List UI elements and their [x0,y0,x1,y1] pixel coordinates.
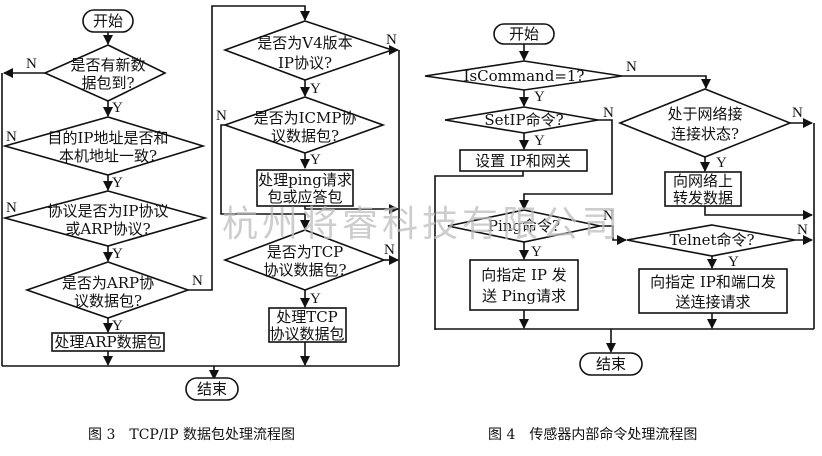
fig4-end-label: 结束 [596,355,626,373]
fig4-d2-yes: Y [534,133,545,149]
fig4-p3-line1: 向指定 IP 发 [481,266,567,284]
fig3-d7-yes: Y [310,291,321,307]
fig3-process-tcp [268,307,347,343]
fig3-d2-line1: 目的IP地址是否和 [47,129,168,147]
fig3-p1-label: 处理ARP数据包 [54,333,161,351]
fig4-p1-label: 设置 IP和网关 [475,152,571,170]
fig4-d2-no: N [603,105,614,121]
fig4-start-label: 开始 [509,25,539,43]
fig3-d2-yes: Y [112,175,123,191]
fig3-end-terminal [185,377,239,401]
fig4-d3-line1: 处于网络接 [667,105,742,123]
fig3-d5-no: N [386,32,397,48]
fig3-process-ping [256,169,354,207]
figure-4: 开始 IsCommand=1? Y N SetIP命令? Y N 设置 IP和网… [424,23,815,443]
fig4-d4-no: N [603,208,614,224]
fig3-d6-yes: Y [310,152,321,168]
fig4-d5-yes: Y [728,254,739,270]
fig3-p3-line1: 处理TCP [276,308,338,326]
fig3-d6-no: N [216,108,227,124]
fig4-d1-yes: Y [534,89,545,105]
fig3-d2-no: N [6,129,17,145]
fig3-d4-line1: 是否为ARP协 [62,274,154,292]
fig3-d7-no: N [384,242,395,258]
fig4-p3-line2: 送 Ping请求 [482,287,566,305]
fig4-p4-line1: 向指定 IP和端口发 [650,273,776,291]
fig4-d1-no: N [626,59,637,75]
fig4-d3-line2: 连接状态? [671,125,739,143]
fig4-end-terminal [579,352,643,376]
fig3-d4-no: N [192,273,203,289]
fig4-d3-yes: Y [716,155,727,171]
fig3-d4-yes: Y [112,318,123,334]
fig3-d1-no: N [26,56,37,72]
fig4-process-forward [664,171,742,207]
fig4-d5-label: Telnet命令? [669,231,754,249]
fig4-process-ping [469,259,579,311]
fig3-d1-line2: 据包到? [81,74,134,92]
fig4-d1-label: IsCommand=1? [464,67,585,85]
fig3-d5-line2: IP协议? [278,54,332,72]
fig4-p2-line2: 转发数据 [673,189,733,207]
fig3-d3-no: N [6,200,17,216]
fig4-d2-label: SetIP命令? [484,111,563,129]
fig3-p3-line2: 协议数据包 [269,325,344,343]
fig4-decision-connected [617,88,793,158]
fig4-p4-line2: 送连接请求 [675,293,750,311]
fig3-d5-line1: 是否为V4版本 [257,34,352,52]
fig4-d4-yes: Y [531,244,542,260]
fig4-p2-line1: 向网络上 [673,172,733,190]
fig4-caption: 图 4 传感器内部命令处理流程图 [488,426,697,443]
fig4-d3-no: N [792,105,803,121]
fig3-d1-line1: 是否有新数 [70,56,145,74]
fig3-d3-line2: 或ARP协议? [65,220,150,238]
fig3-start-label: 开始 [93,12,123,30]
watermark: 杭州将睿科技有限公司 [222,204,622,245]
fig4-d4-label: Ping命令? [488,217,560,235]
fig3-p2-line2: 包或应答包 [267,188,342,206]
figure-3: 开始 是否有新数 据包到? Y N 目的IP地址是否和 本机地址一致? Y N … [1,5,400,443]
fig3-d1-yes: Y [112,100,123,116]
fig3-d7-line1: 是否为TCP [267,243,344,261]
fig4-d5-no: N [797,222,808,238]
fig3-caption: 图 3 TCP/IP 数据包处理流程图 [88,427,295,443]
fig3-p2-line1: 处理ping请求 [258,171,352,189]
fig3-d4-line2: 议数据包? [74,292,142,310]
fig3-d6-line2: 议数据包? [271,127,339,145]
fig3-d7-line2: 协议数据包? [263,261,346,279]
fig3-d2-line2: 本机地址一致? [59,147,157,165]
fig3-end-label: 结束 [197,380,227,398]
fig3-d6-line1: 是否为ICMP协 [254,109,357,127]
fig3-d5-yes: Y [310,81,321,97]
fig4-process-telnet [638,268,788,314]
fig3-d3-line1: 协议是否为IP协议 [47,202,168,220]
fig3-d3-yes: Y [112,246,123,262]
